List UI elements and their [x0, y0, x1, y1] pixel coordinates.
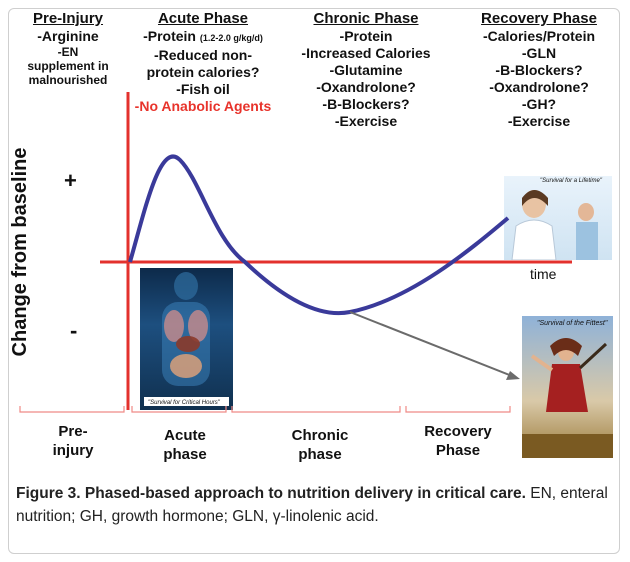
pre-injury-item: -EN	[57, 45, 79, 59]
phase-label-recovery: Recovery Phase	[408, 422, 508, 460]
recovery-item: -Calories/Protein	[482, 28, 596, 44]
phase-label-line: Acute	[164, 427, 206, 444]
critical-hours-caption: "Survival for Critical Hours"	[148, 400, 220, 406]
caption-title: Figure 3. Phased-based approach to nutri…	[16, 485, 526, 502]
arrow-line	[349, 311, 513, 377]
pre-injury-item: -Arginine	[37, 28, 99, 44]
recovery-column: Recovery Phase -Calories/Protein -GLN -B…	[464, 10, 614, 130]
recovery-item: -Oxandrolone?	[489, 79, 589, 95]
phase-label-line: Phase	[435, 442, 481, 459]
doctor-illustration	[511, 190, 598, 260]
pre-injury-heading: Pre-Injury	[32, 10, 104, 27]
arrow-head	[506, 371, 520, 380]
acute-item-protein: -Protein (1.2-2.0 g/kg/d)	[143, 28, 263, 44]
recovery-item: -GH?	[521, 96, 557, 112]
phase-label-line: Chronic	[291, 427, 349, 444]
minus-sign: -	[70, 318, 78, 343]
caption-body: EN, enteral nutrition; GH, growth hormon…	[16, 485, 608, 525]
doctor-image	[504, 176, 612, 260]
phase-label-acute: Acute phase	[140, 426, 230, 464]
plus-sign: +	[64, 168, 77, 193]
chronic-bracket	[231, 406, 401, 413]
recovery-bracket	[405, 406, 511, 413]
x-axis-label: time	[530, 266, 557, 282]
anatomy-illustration	[162, 272, 210, 386]
figure-frame	[8, 8, 620, 554]
phase-label-line: injury	[52, 442, 94, 459]
phase-label-chronic: Chronic phase	[270, 426, 370, 464]
acute-item-no-anabolic: -No Anabolic Agents	[134, 98, 272, 114]
fittest-caption: "Survival of the Fittest"	[537, 320, 608, 327]
chronic-heading: Chronic Phase	[313, 10, 419, 27]
response-curve	[128, 154, 510, 316]
recovery-heading: Recovery Phase	[481, 10, 597, 27]
lifetime-caption: "Survival for a Lifetime"	[540, 178, 602, 184]
acute-item: protein calories?	[146, 64, 260, 80]
figure-caption: Figure 3. Phased-based approach to nutri…	[16, 482, 616, 528]
recovery-item: -GLN	[521, 45, 557, 61]
pre-injury-item: malnourished	[28, 73, 108, 87]
chronic-item: -Oxandrolone?	[316, 79, 416, 95]
acute-heading: Acute Phase	[157, 10, 249, 27]
acute-item: -Reduced non-	[154, 47, 252, 63]
chronic-item: -Increased Calories	[301, 45, 431, 61]
acute-item: -Fish oil	[176, 81, 230, 97]
anatomy-image	[140, 268, 233, 410]
pre-injury-item: supplement in	[27, 59, 109, 73]
survivor-image	[522, 316, 613, 458]
phase-label-line: Recovery	[424, 423, 492, 440]
phase-label-line: Pre-	[58, 423, 88, 440]
chronic-column: Chronic Phase -Protein -Increased Calori…	[286, 10, 446, 130]
acute-bracket	[131, 406, 227, 413]
acute-column: Acute Phase -Protein (1.2-2.0 g/kg/d) -R…	[118, 10, 288, 115]
phase-label-line: phase	[298, 446, 342, 463]
chronic-item: -Glutamine	[329, 62, 403, 78]
phase-brackets	[19, 406, 511, 413]
pre-injury-column: Pre-Injury -Arginine -EN supplement in m…	[18, 10, 118, 87]
chronic-item: -B-Blockers?	[322, 96, 410, 112]
chronic-item: -Exercise	[334, 113, 398, 129]
chronic-item: -Protein	[339, 28, 393, 44]
survivor-illustration	[522, 338, 613, 458]
phase-label-pre: Pre- injury	[28, 422, 118, 460]
pre-bracket	[19, 406, 125, 413]
recovery-item: -B-Blockers?	[495, 62, 583, 78]
recovery-item: -Exercise	[507, 113, 571, 129]
phase-label-line: phase	[163, 446, 207, 463]
